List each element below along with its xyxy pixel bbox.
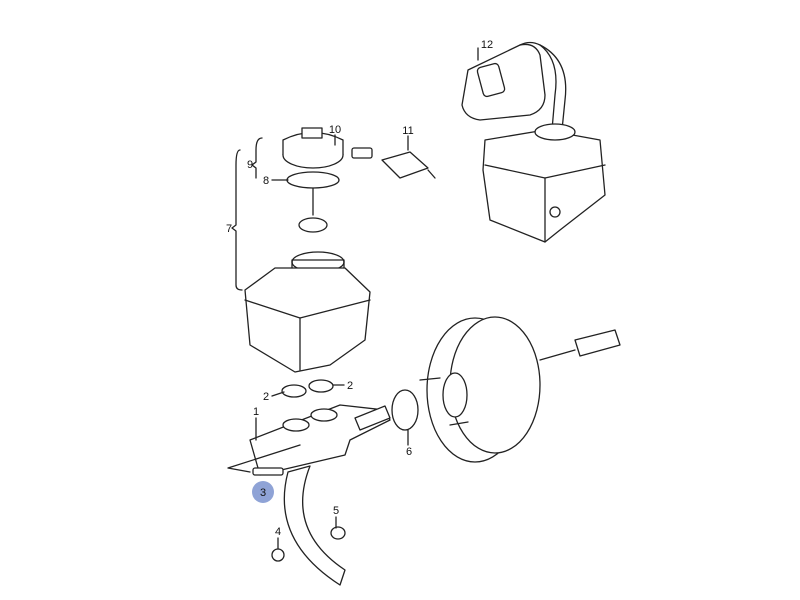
callout-5: 5 bbox=[333, 505, 339, 517]
grommet-left bbox=[281, 384, 307, 398]
master-cylinder bbox=[249, 404, 391, 476]
reservoir-cap bbox=[282, 127, 344, 169]
callout-6: 6 bbox=[406, 446, 412, 458]
bleeder-screw bbox=[252, 467, 284, 476]
callout-4: 4 bbox=[275, 526, 281, 538]
callout-11: 11 bbox=[402, 125, 413, 137]
o-ring bbox=[391, 389, 419, 431]
callout-9: 9 bbox=[247, 159, 253, 171]
callout-3-highlight[interactable] bbox=[252, 481, 274, 503]
bracket bbox=[283, 465, 346, 586]
leader-lines bbox=[227, 47, 479, 550]
callout-3[interactable]: 3 bbox=[260, 487, 266, 499]
callout-1: 1 bbox=[253, 406, 259, 418]
connector-11 bbox=[381, 151, 436, 179]
fluid-reservoir-top bbox=[482, 123, 606, 243]
strainer bbox=[298, 187, 328, 233]
fluid-reservoir bbox=[244, 251, 371, 373]
warning-contact-10 bbox=[351, 147, 373, 159]
grommet-right bbox=[308, 379, 334, 393]
callout-7: 7 bbox=[226, 223, 232, 235]
callout-2-left: 2 bbox=[263, 391, 269, 403]
callout-10: 10 bbox=[329, 124, 341, 136]
brake-booster bbox=[419, 316, 621, 463]
nut bbox=[271, 548, 285, 562]
callout-2-right: 2 bbox=[347, 380, 353, 392]
brake-fluid-bottle bbox=[461, 41, 567, 131]
callout-12: 12 bbox=[481, 39, 493, 51]
cap-seal bbox=[286, 171, 340, 189]
callout-8: 8 bbox=[263, 175, 269, 187]
